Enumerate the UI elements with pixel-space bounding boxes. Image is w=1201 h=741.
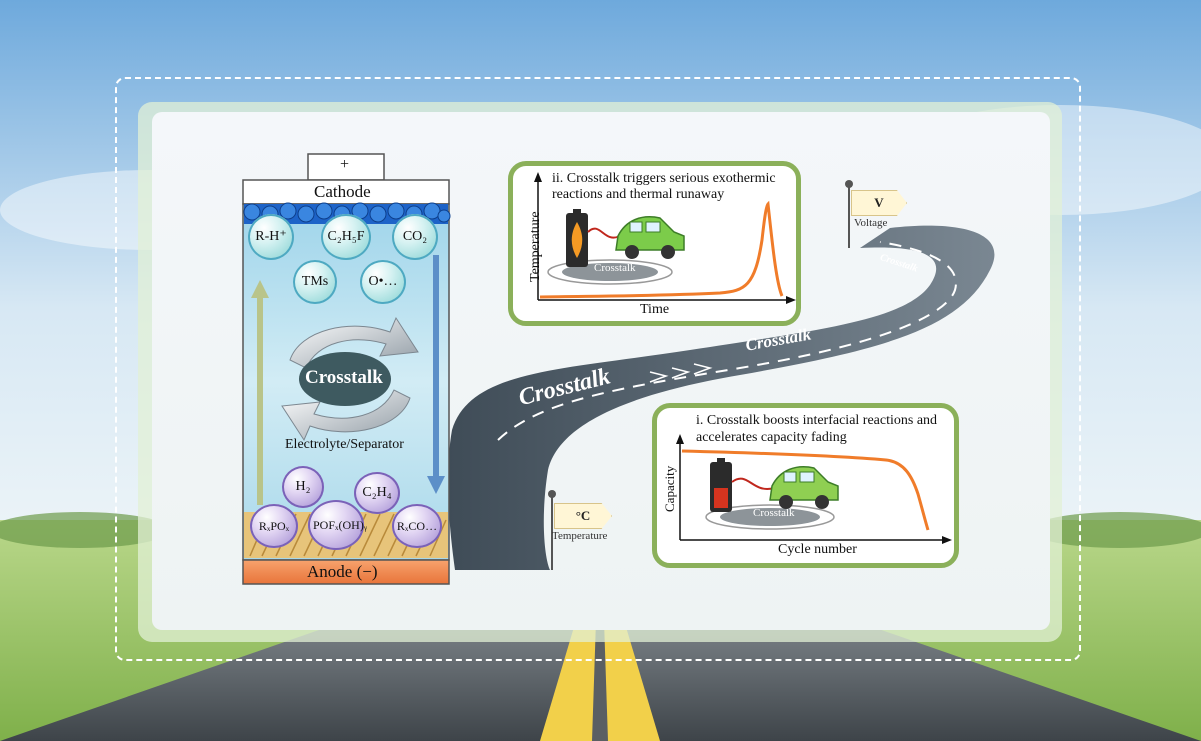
upward-arrowhead (251, 280, 269, 298)
species-bubble-pofx: POFₓ(OH)ᵧ (308, 500, 367, 550)
species-label: C₂H₄ (362, 484, 392, 500)
species-label: TMs (301, 273, 329, 289)
voltage-flag: V (851, 190, 907, 216)
road-dashes (497, 241, 957, 441)
crosstalk-center-label: Crosstalk (305, 367, 383, 388)
species-label: RₓPOₓ (258, 518, 290, 533)
species-bubble-oxygen: O•… (360, 260, 406, 304)
cycle-arrow-bottom (281, 389, 411, 442)
species-label: CO₂ (402, 228, 428, 244)
tree-line (0, 512, 170, 548)
species-bubble-tms: TMs (293, 260, 337, 304)
cycle-arrow-top (289, 316, 419, 369)
species-label: C₂H₅F (327, 228, 365, 244)
species-label: H₂ (295, 478, 311, 494)
anode-label: Anode (−) (307, 562, 378, 581)
thermal-card-title-line2: reactions and thermal runaway (552, 187, 725, 202)
electrolyte-separator-label: Electrolyte/Separator (285, 437, 404, 452)
species-bubble-rxco: RₓCO… (392, 504, 442, 548)
cathode-label: Cathode (314, 182, 371, 201)
road-chevrons (649, 363, 713, 383)
species-label: POFₓ(OH)ᵧ (313, 517, 367, 532)
dashed-frame (115, 77, 1081, 661)
crosstalk-center-ellipse (299, 352, 391, 406)
thermal-car-scene (547, 209, 685, 285)
thermal-card-xlabel: Time (640, 302, 670, 317)
species-label: R-H⁺ (255, 228, 287, 244)
capacity-card-ylabel: Capacity (662, 465, 677, 512)
road-center-gap (592, 560, 608, 741)
species-bubble-rh: R-H⁺ (248, 214, 294, 260)
species-bubble-co2: CO₂ (392, 214, 438, 260)
tree-line (1030, 512, 1201, 548)
downward-arrowhead (427, 476, 445, 494)
capacity-card-xlabel: Cycle number (778, 542, 857, 557)
species-bubble-c2h4: C₂H₄ (354, 472, 400, 514)
thermal-card-car-label: Crosstalk (594, 262, 636, 274)
temperature-flag: °C (554, 503, 612, 529)
thermal-runaway-curve (539, 200, 784, 299)
temperature-flag-caption: Temperature (552, 530, 608, 542)
flame-icon (571, 222, 583, 258)
species-label: O•… (368, 273, 398, 289)
species-bubble-c2h5f: C₂H₅F (321, 214, 371, 260)
thermal-runaway-card (508, 161, 801, 326)
species-bubble-h2: H₂ (282, 466, 324, 508)
species-label: RₓCO… (396, 518, 438, 533)
capacity-fade-curve (681, 449, 930, 531)
voltage-flag-caption: Voltage (854, 217, 888, 229)
voltage-flag-knob (845, 180, 853, 188)
temperature-flag-knob (548, 490, 556, 498)
capacity-car-scene (705, 458, 839, 530)
capacity-card-car-label: Crosstalk (753, 507, 795, 519)
species-bubble-rxpox: RₓPOₓ (250, 504, 298, 548)
voltage-symbol: V (874, 195, 884, 210)
anode-plate (242, 559, 450, 585)
positive-terminal-label: + (340, 156, 350, 173)
battery-terminal (307, 153, 385, 181)
capacity-card-title-line2: accelerates capacity fading (696, 430, 847, 445)
thermal-card-ylabel: Temperature (528, 211, 543, 282)
thermal-card-title-line1: ii. Crosstalk triggers serious exothermi… (552, 171, 776, 186)
capacity-card-title-line1: i. Crosstalk boosts interfacial reaction… (696, 413, 938, 428)
temperature-symbol: °C (575, 508, 591, 523)
